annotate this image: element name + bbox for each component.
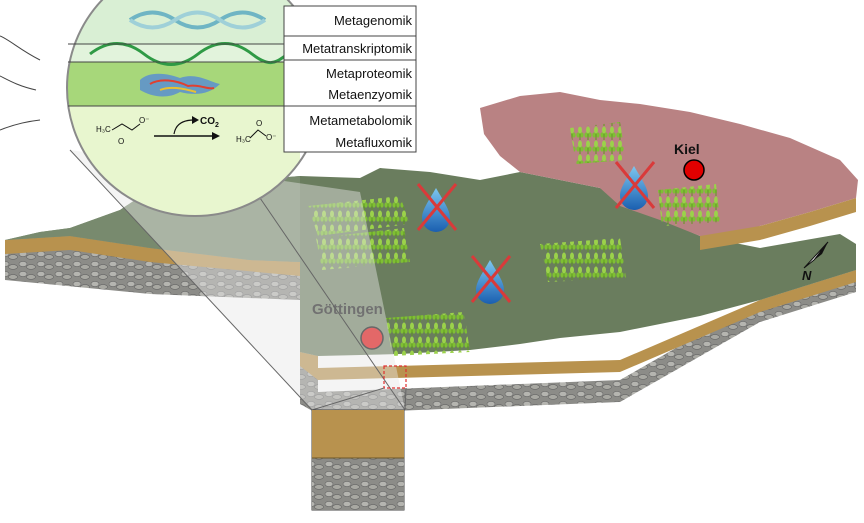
label-metatranscriptomics: Metatranskriptomik <box>302 41 412 56</box>
crop-field <box>316 228 410 270</box>
city-label-goettingen: Göttingen <box>312 301 383 318</box>
svg-text:O⁻: O⁻ <box>139 116 149 125</box>
city-marker <box>360 326 384 350</box>
omics-circle: H₃C O⁻ O CO2 H₃C O O⁻ <box>0 0 324 217</box>
city-kiel: Kiel <box>674 141 705 181</box>
water-drop-crossed <box>470 255 512 304</box>
city-label-kiel: Kiel <box>674 141 700 157</box>
protein-structure-icon <box>140 73 220 97</box>
label-metaproteomics: Metaproteomik <box>326 66 412 81</box>
water-drop-crossed <box>416 183 458 232</box>
crop-fields <box>308 122 720 356</box>
svg-text:H₃C: H₃C <box>96 125 111 134</box>
svg-text:O: O <box>256 119 262 128</box>
svg-text:O⁻: O⁻ <box>266 133 276 142</box>
city-marker <box>683 159 705 181</box>
label-metagenomics: Metagenomik <box>334 13 413 28</box>
reaction-scheme: H₃C O⁻ O CO2 H₃C O O⁻ <box>96 116 276 146</box>
drought-markers <box>416 161 656 304</box>
co2-label: CO2 <box>200 116 219 129</box>
svg-text:O: O <box>118 137 124 146</box>
city-goettingen: Göttingen <box>312 301 384 350</box>
sample-location-box <box>383 365 407 389</box>
band-transcriptomics <box>67 44 300 62</box>
label-metaenzymomics: Metaenzyomik <box>328 87 412 102</box>
compass-north-label: N <box>802 268 812 283</box>
water-drop-crossed <box>614 161 656 210</box>
svg-text:H₃C: H₃C <box>236 135 251 144</box>
crop-field <box>386 312 470 356</box>
land-extrusion <box>5 236 856 414</box>
crop-field <box>540 238 626 282</box>
label-metametabolomics: Metametabolomik <box>309 113 412 128</box>
crop-field <box>570 122 626 164</box>
omics-label-table: Metagenomik Metatranskriptomik Metaprote… <box>283 5 417 153</box>
crop-field <box>308 196 410 236</box>
zoom-connectors <box>69 149 407 411</box>
compass-north-arrow: N <box>802 241 829 283</box>
crop-field <box>658 184 720 226</box>
label-metafluxomics: Metafluxomik <box>335 135 412 150</box>
soil-column <box>311 409 405 511</box>
